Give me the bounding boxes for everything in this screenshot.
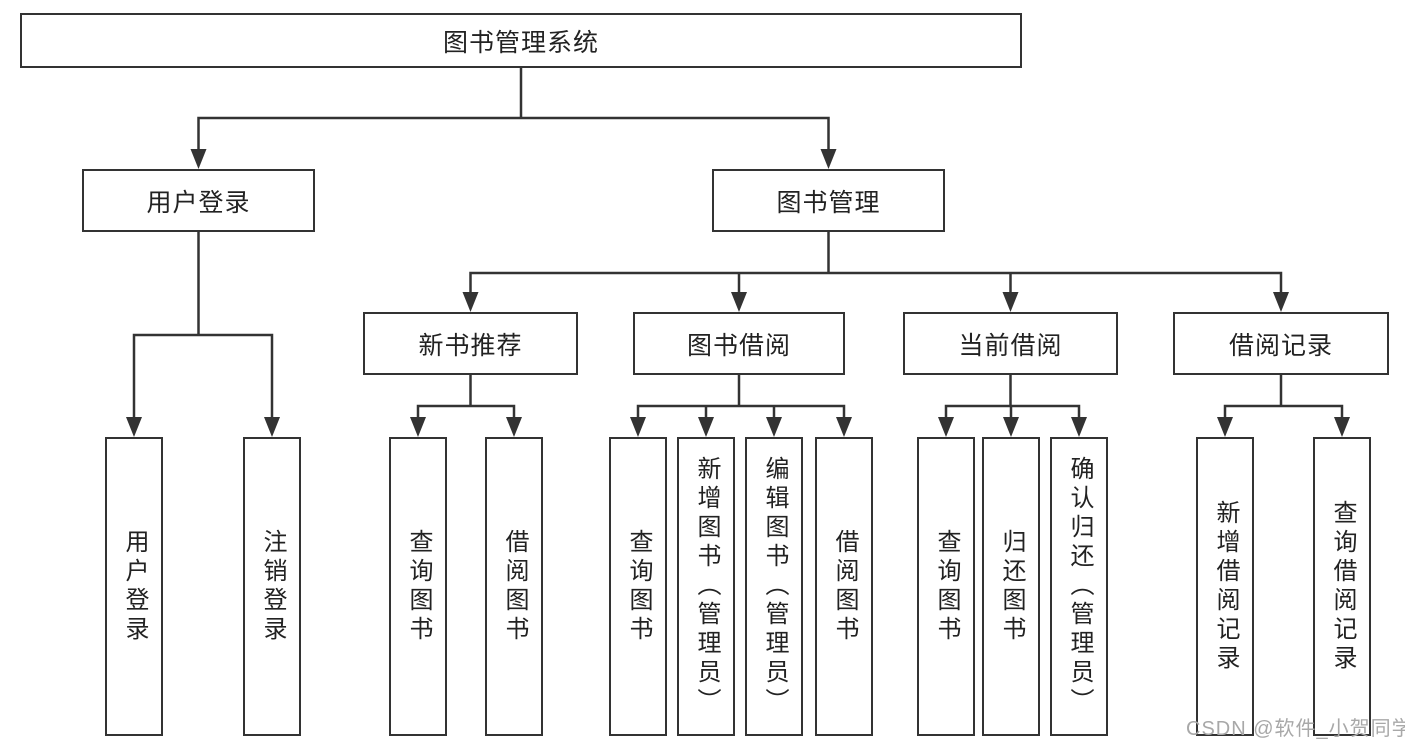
leaf-query-borrow-record: 查询借阅记录 <box>1313 437 1371 736</box>
leaf-logout: 注销登录 <box>243 437 301 736</box>
connector-records-branch <box>1223 404 1344 420</box>
arrow-down-icon <box>126 417 142 437</box>
arrow-down-icon <box>1071 417 1087 437</box>
watermark: CSDN @软件_小贺同学 <box>1186 718 1405 740</box>
node-borrow-records: 借阅记录 <box>1173 312 1389 375</box>
arrow-down-icon <box>1334 417 1350 437</box>
arrow-down-icon <box>630 417 646 437</box>
arrow-down-icon <box>1217 417 1233 437</box>
node-book-management: 图书管理 <box>712 169 945 232</box>
arrow-down-icon <box>462 292 479 312</box>
leaf-query-books-borrow: 查询图书 <box>609 437 667 736</box>
arrow-down-icon <box>264 417 280 437</box>
connector-bookmgmt-branch <box>469 271 1283 295</box>
leaf-user-login: 用户登录 <box>105 437 163 736</box>
connector-userlogin-branch <box>132 333 274 420</box>
leaf-query-books-current: 查询图书 <box>917 437 975 736</box>
arrow-down-icon <box>938 417 954 437</box>
arrow-down-icon <box>820 149 837 169</box>
leaf-query-books-recommend: 查询图书 <box>389 437 447 736</box>
node-current-borrow: 当前借阅 <box>903 312 1118 375</box>
node-new-book-recommend: 新书推荐 <box>363 312 578 375</box>
arrow-down-icon <box>1003 417 1019 437</box>
connector-recommend-branch <box>416 404 516 420</box>
arrow-down-icon <box>836 417 852 437</box>
arrow-down-icon <box>190 149 207 169</box>
arrow-down-icon <box>410 417 426 437</box>
leaf-edit-book-admin: 编辑图书（管理员） <box>745 437 803 736</box>
arrow-down-icon <box>506 417 522 437</box>
arrow-down-icon <box>731 292 747 312</box>
connector-root-branch <box>197 116 830 152</box>
arrow-down-icon <box>1002 292 1019 312</box>
leaf-add-borrow-record: 新增借阅记录 <box>1196 437 1254 736</box>
leaf-return-book: 归还图书 <box>982 437 1040 736</box>
arrow-down-icon <box>766 417 782 437</box>
connector-bookmgmt-mid-drops <box>737 273 1012 295</box>
leaf-borrow-books-recommend: 借阅图书 <box>485 437 543 736</box>
leaf-confirm-return-admin: 确认归还（管理员） <box>1050 437 1108 736</box>
connector-current-branch <box>944 404 1081 420</box>
leaf-add-book-admin: 新增图书（管理员） <box>677 437 735 736</box>
node-book-borrow: 图书借阅 <box>633 312 845 375</box>
connector-borrow-branch <box>636 404 846 420</box>
node-user-login: 用户登录 <box>82 169 315 232</box>
leaf-borrow-books: 借阅图书 <box>815 437 873 736</box>
arrow-down-icon <box>1273 292 1289 312</box>
arrow-down-icon <box>698 417 714 437</box>
node-root: 图书管理系统 <box>20 13 1022 68</box>
